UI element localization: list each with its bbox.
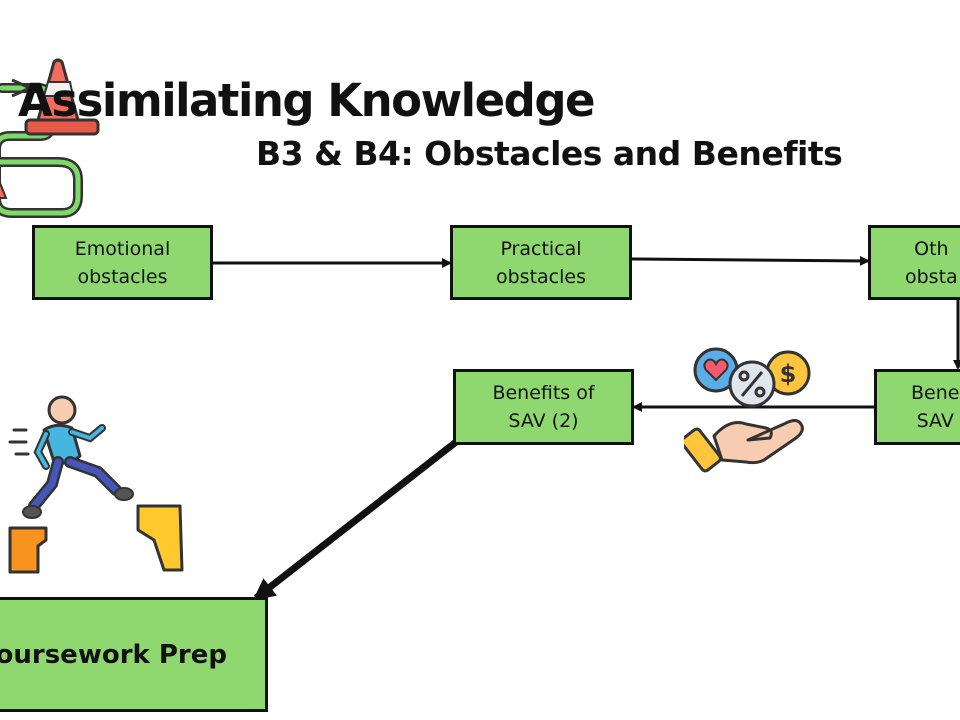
- node-label: Emotional obstacles: [74, 237, 171, 288]
- svg-text:$: $: [780, 360, 797, 388]
- node-benefits-of-sav-2: Benefits of SAV (2): [453, 369, 634, 445]
- arrow-benefits2-to-coursework: [252, 439, 459, 601]
- node-label: Benefits of SAV (2): [492, 382, 595, 432]
- running-person-obstacles-icon: [8, 395, 184, 574]
- node-label: oursework Prep: [0, 639, 227, 670]
- node-label: Oth obsta: [905, 237, 958, 288]
- page-title: Assimilating Knowledge: [18, 74, 596, 127]
- node-benefits-of-sav-1: Bene SAV: [874, 369, 960, 445]
- hand-holding-coins-icon: $: [684, 347, 811, 473]
- node-practical-obstacles: Practical obstacles: [450, 225, 632, 300]
- node-label: Bene SAV: [911, 382, 960, 432]
- node-coursework-prep: oursework Prep: [0, 597, 268, 712]
- arrow-practical-to-other: [631, 255, 870, 266]
- node-other-obstacles: Oth obsta: [868, 225, 960, 300]
- race-track-cone-icon: [0, 58, 100, 218]
- node-emotional-obstacles: Emotional obstacles: [32, 225, 213, 300]
- node-label: Practical obstacles: [496, 237, 586, 288]
- page-subtitle: B3 & B4: Obstacles and Benefits: [256, 134, 843, 173]
